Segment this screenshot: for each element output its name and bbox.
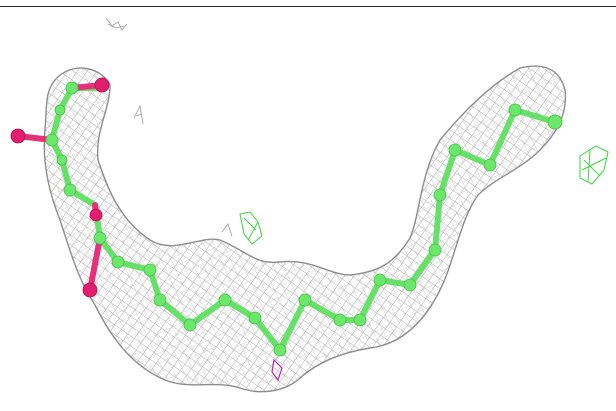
carbon-atom [353,313,367,327]
green-density-fragment [239,145,609,245]
carbon-atom [508,103,522,117]
carbon-atom [547,114,563,130]
carbon-atom [448,143,462,157]
carbon-atom [93,231,107,245]
carbon-atom [45,133,59,147]
carbon-atom [333,313,347,327]
oxygen-atom [94,77,110,93]
stray-mesh-fragment [105,17,233,237]
carbon-atom [153,293,167,307]
carbon-atom [218,293,232,307]
oxygen-atom [89,208,103,222]
oxygen-atoms [10,77,110,298]
magenta-density-fragment [271,358,283,382]
oxygen-atom [10,128,26,144]
top-border [0,6,616,7]
carbon-atom [143,263,157,277]
carbon-atom [403,278,417,292]
carbon-atom [483,158,497,172]
oxygen-atom [82,282,98,298]
carbon-atom [56,154,68,166]
carbon-atom [54,104,66,116]
carbon-atom [298,293,312,307]
carbon-atom [248,311,262,325]
carbon-atom [111,255,125,269]
carbon-atoms [45,81,563,357]
carbon-atom [373,273,387,287]
carbon-atom [63,183,77,197]
carbon-atom [433,188,447,202]
carbon-atom [428,243,442,257]
carbon-atom [273,343,287,357]
carbon-atom [65,81,79,95]
carbon-atom [183,318,197,332]
